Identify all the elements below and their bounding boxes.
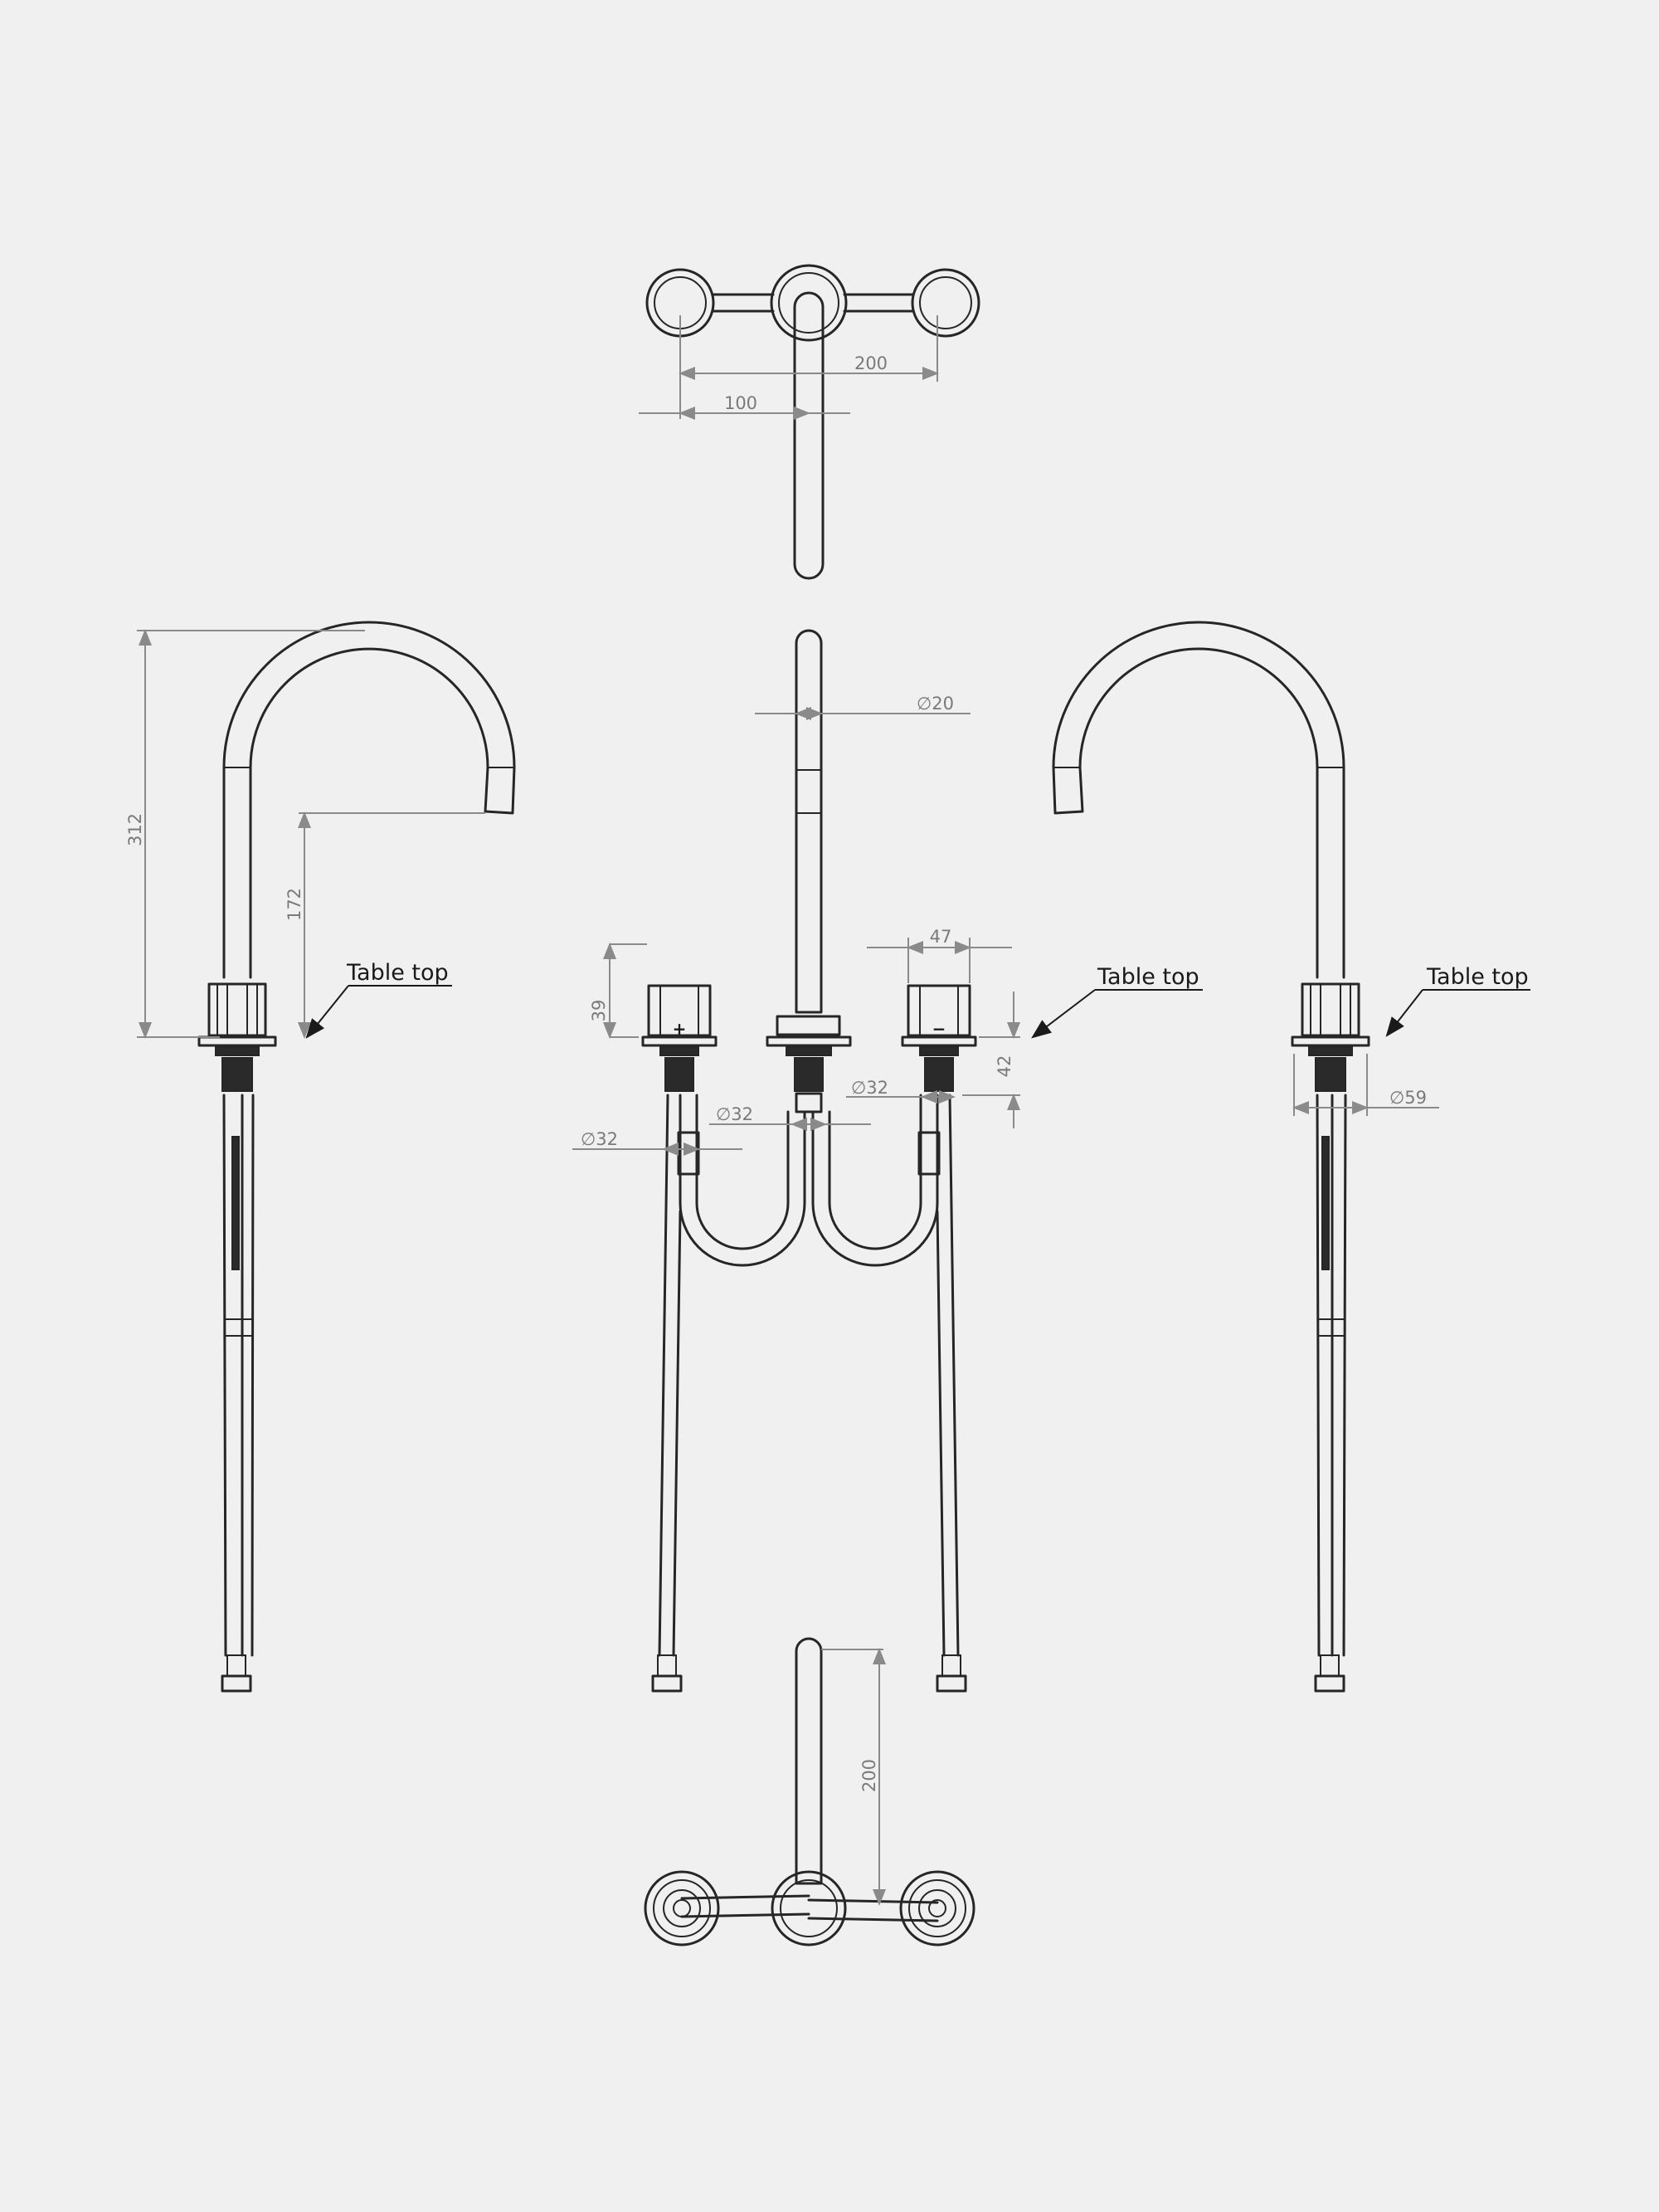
front-handle-cold bbox=[907, 984, 971, 1037]
cold-indicator-icon: − bbox=[932, 1019, 946, 1039]
front-handle-hot bbox=[647, 984, 712, 1037]
dim-bottom-reach: 200 bbox=[859, 1759, 879, 1792]
table-top-label-center: Table top bbox=[1097, 964, 1199, 990]
left-supply-hoses bbox=[222, 1094, 255, 1657]
dim-plan-spacing: 200 bbox=[854, 353, 888, 373]
dim-outlet-height: 172 bbox=[285, 888, 304, 921]
dim-shank-right: ∅32 bbox=[851, 1078, 888, 1098]
front-spout-hub bbox=[776, 1015, 841, 1036]
left-spout-hub bbox=[207, 982, 267, 1037]
dim-overall-height: 312 bbox=[125, 813, 145, 846]
plan-spout-base bbox=[770, 264, 848, 342]
dim-spout-tube: ∅20 bbox=[917, 694, 954, 714]
bottom-handle-left bbox=[644, 1870, 720, 1946]
bottom-plan-view: 200 bbox=[644, 1637, 975, 1946]
hot-indicator-icon: + bbox=[673, 1019, 687, 1039]
bottom-spout-base bbox=[771, 1870, 847, 1946]
right-supply-hoses bbox=[1316, 1094, 1347, 1657]
hose-loop-left bbox=[679, 1094, 806, 1267]
right-spout-hub bbox=[1301, 982, 1360, 1037]
bottom-handle-right bbox=[899, 1870, 975, 1946]
bottom-spout-arm bbox=[795, 1637, 823, 1885]
left-hose-nut bbox=[221, 1674, 252, 1693]
plan-handle-right bbox=[911, 268, 980, 338]
dim-plan-offset: 100 bbox=[724, 393, 757, 413]
plan-spout-arm bbox=[793, 291, 825, 580]
dim-handle-height: 39 bbox=[589, 1000, 609, 1022]
table-top-label-right: Table top bbox=[1426, 964, 1529, 990]
table-top-label-left: Table top bbox=[346, 960, 449, 986]
dim-handle-width: 47 bbox=[930, 927, 952, 947]
front-view: + − 39 47 ∅20 ∅32 bbox=[572, 629, 1203, 1693]
dim-shank-center: ∅32 bbox=[716, 1104, 753, 1124]
dim-below-deck: 42 bbox=[995, 1055, 1014, 1078]
front-spout-column bbox=[795, 629, 823, 1014]
dim-shank-left: ∅32 bbox=[581, 1129, 618, 1149]
front-supply-right bbox=[936, 1094, 960, 1657]
dim-flange-dia: ∅59 bbox=[1389, 1088, 1427, 1108]
right-hose-nut bbox=[1314, 1674, 1345, 1693]
left-side-view: 312 172 Table top bbox=[125, 621, 516, 1693]
hose-loop-right bbox=[811, 1094, 939, 1267]
left-spout-body bbox=[222, 621, 516, 979]
right-side-view: ∅59 Table top bbox=[1052, 621, 1530, 1693]
right-spout-body bbox=[1052, 621, 1345, 979]
front-supply-left bbox=[658, 1094, 682, 1657]
top-plan-view: 200 100 bbox=[639, 264, 980, 580]
diameter-icon: ∅ bbox=[917, 694, 932, 714]
bottom-linkage bbox=[680, 1894, 939, 1922]
